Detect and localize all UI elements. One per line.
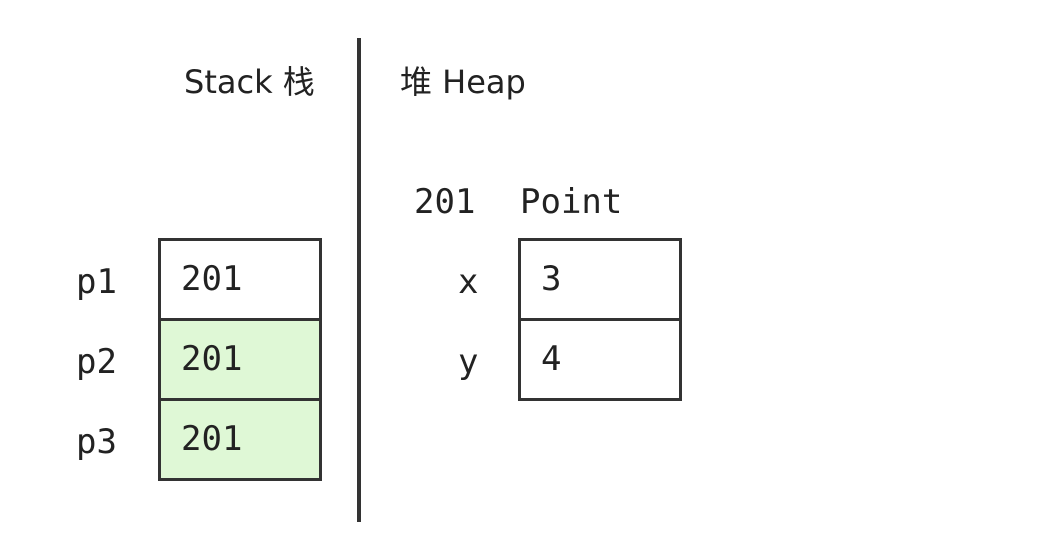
stack-var-label-p3: p3 bbox=[76, 422, 117, 462]
heap-field-label-y: y bbox=[458, 342, 479, 382]
heap-field-label-x: x bbox=[458, 262, 479, 302]
heap-field-cell-y: 4 bbox=[518, 318, 682, 401]
stack-cell-p3: 201 bbox=[158, 398, 322, 481]
stack-title: Stack 栈 bbox=[184, 63, 315, 101]
stack-heap-divider bbox=[357, 38, 361, 522]
stack-cell-p1: 201 bbox=[158, 238, 322, 321]
stack-var-label-p2: p2 bbox=[76, 342, 117, 382]
heap-field-cell-x: 3 bbox=[518, 238, 682, 321]
heap-object-type: Point bbox=[520, 182, 623, 222]
heap-title: 堆 Heap bbox=[400, 63, 526, 101]
stack-cell-p2: 201 bbox=[158, 318, 322, 401]
stack-var-label-p1: p1 bbox=[76, 262, 117, 302]
heap-object-address: 201 bbox=[414, 182, 476, 222]
